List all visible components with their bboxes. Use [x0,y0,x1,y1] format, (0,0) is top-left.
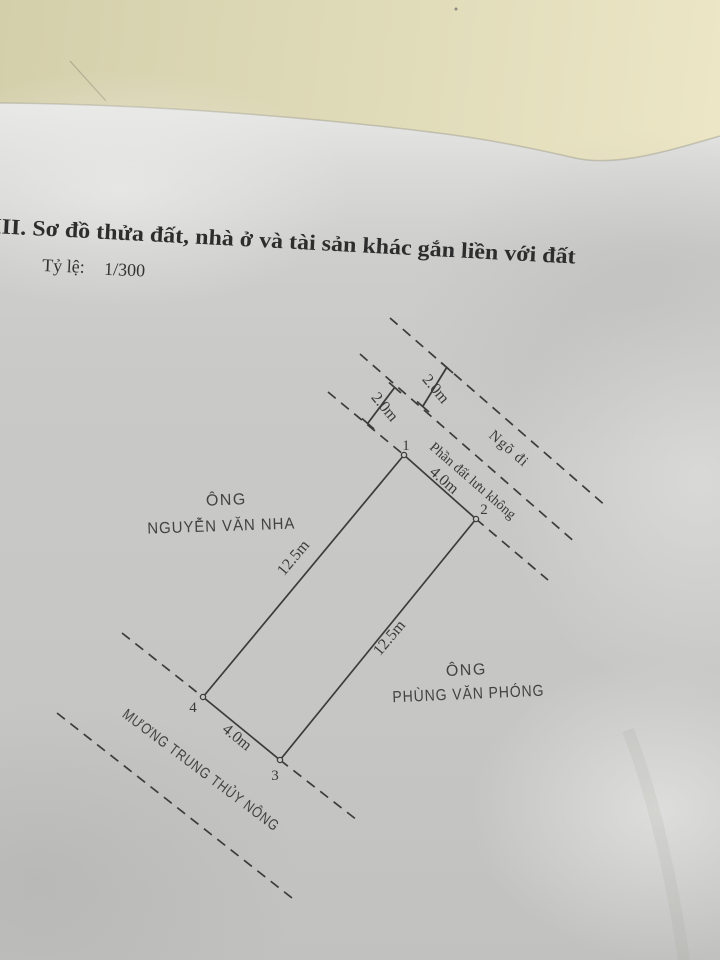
vertex-dot-1 [400,451,408,459]
scale-label: Tỷ lệ: [42,255,85,277]
vertex-dot-2 [472,515,480,523]
alley-width-tick [416,361,454,413]
scale-row: Tỷ lệ: 1/300 [42,255,146,280]
scale-value: 1/300 [104,259,146,281]
neighbor-east-prefix: ÔNG [445,659,487,680]
paper-shadow-bottomleft [0,700,300,960]
vertex-label-1: 1 [402,438,410,454]
vertex-label-4: 4 [189,700,197,716]
neighbor-west-prefix: ÔNG [206,489,248,509]
paper-highlight-right [500,260,720,700]
vertex-dot-3 [276,756,284,764]
paper-crease [622,727,690,960]
alley-far-boundary-line [389,317,608,508]
paper-highlight-topleft [0,70,350,310]
vertex-dot-4 [199,693,207,701]
paper-highlight-bottomright [470,660,720,960]
vertex-label-3: 3 [271,768,279,784]
survey-diagram [56,317,608,899]
vertex-label-2: 2 [480,502,488,518]
alley-near-boundary-line [359,353,578,545]
buffer-width-tick [361,381,402,430]
table-speck [454,7,458,11]
rear-boundary-extension-left [121,632,204,698]
